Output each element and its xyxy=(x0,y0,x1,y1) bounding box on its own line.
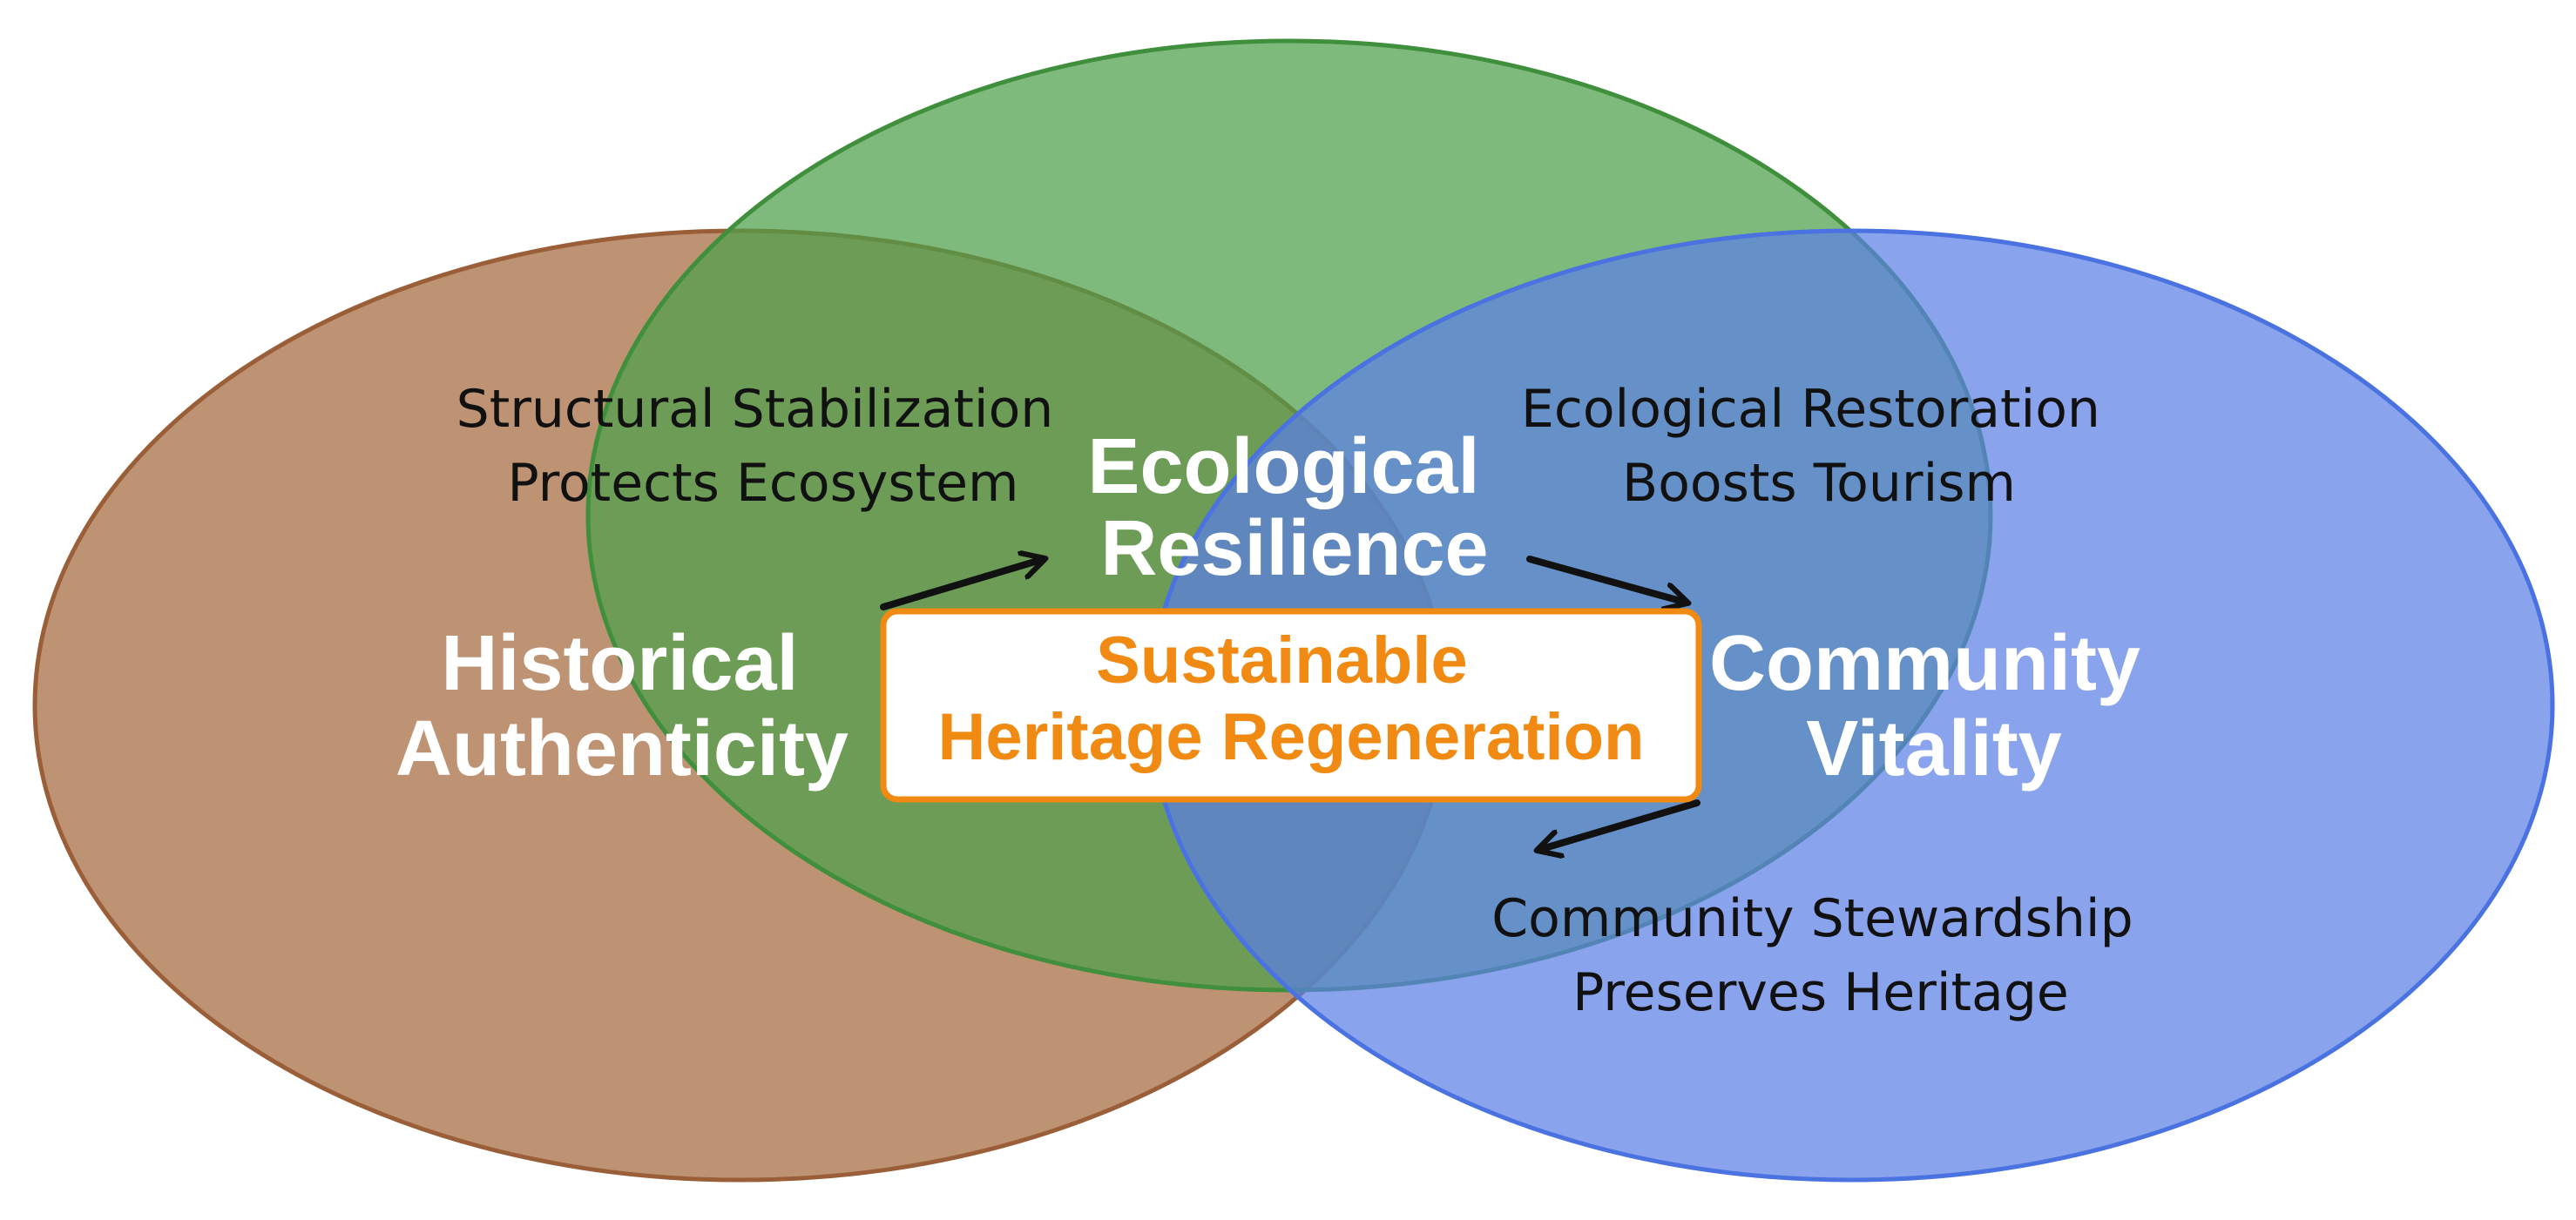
link-label-historical-to-ecological: Structural Stabilization Protects Ecosys… xyxy=(456,379,1071,514)
label-ecological-line-2: Resilience xyxy=(1100,505,1488,592)
label-historical-line-1: Historical xyxy=(441,620,798,707)
arrow-historical-to-ecological xyxy=(880,559,1044,610)
link-label-community-to-historical: Community Stewardship Preserves Heritage xyxy=(1491,888,2150,1023)
label-historical-line-2: Authenticity xyxy=(396,705,849,792)
label-community-vitality: Community Vitality xyxy=(1709,620,2162,792)
center-label: Sustainable Heritage Regeneration xyxy=(938,623,1645,774)
label-ecological-line-1: Ecological xyxy=(1087,423,1479,510)
link-label-ecological-to-community: Ecological Restoration Boosts Tourism xyxy=(1521,379,2117,514)
label-ecological-resilience: Ecological Resilience xyxy=(1087,423,1501,592)
arrow-ecological-to-community xyxy=(1526,556,1687,603)
link-1-line-2: Protects Ecosystem xyxy=(508,453,1019,514)
link-3-line-2: Preserves Heritage xyxy=(1572,962,2069,1023)
label-historical-authenticity: Historical Authenticity xyxy=(396,620,849,792)
label-community-line-1: Community xyxy=(1709,620,2140,707)
link-2-line-1: Ecological Restoration xyxy=(1521,379,2100,440)
center-box xyxy=(880,608,1702,803)
label-community-line-2: Vitality xyxy=(1806,705,2061,792)
link-1-line-1: Structural Stabilization xyxy=(456,379,1054,440)
link-3-line-1: Community Stewardship xyxy=(1491,888,2133,949)
center-label-line-1: Sustainable xyxy=(1096,623,1468,698)
arrow-community-to-historical xyxy=(1538,799,1700,850)
link-2-line-2: Boosts Tourism xyxy=(1622,453,2016,514)
center-label-line-2: Heritage Regeneration xyxy=(938,700,1645,774)
